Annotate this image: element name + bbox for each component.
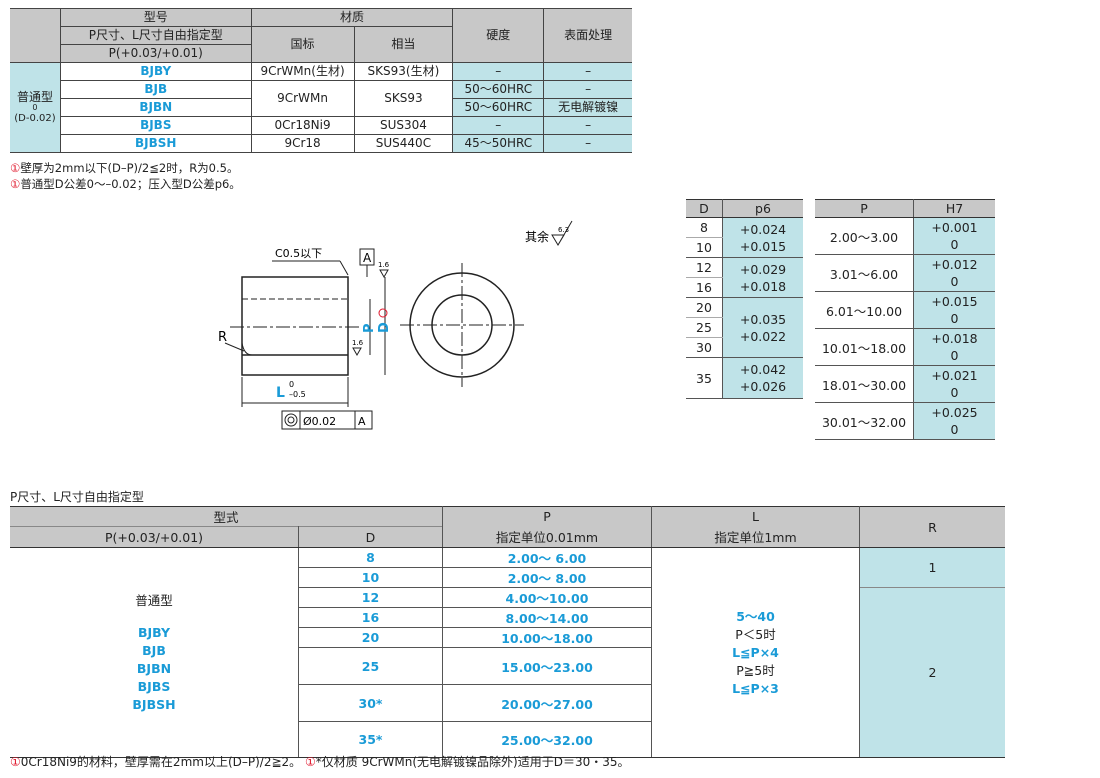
label-l: L: [276, 385, 285, 401]
label-r: R: [218, 330, 227, 345]
part-drawing: R C0.5以下 A 1.6 1.6 P D L 0 –0.5 Ø0.02 A …: [218, 220, 573, 430]
h7-header-p: P: [815, 199, 914, 218]
label-chamfer: C0.5以下: [275, 247, 322, 260]
gb-cell: 9CrWMn(生材): [250, 62, 355, 81]
header-gb: 国标: [250, 26, 355, 63]
code-cell: BJBY: [59, 62, 252, 81]
surface-cell: –: [543, 62, 632, 81]
note-line: ①普通型D公差0～–0.02；压入型D公差p6。: [10, 177, 241, 191]
equiv-cell: SKS93(生材): [353, 62, 454, 81]
roughness-2: 1.6: [352, 339, 364, 347]
type-label: 普通型: [16, 89, 53, 104]
equiv-cell: SUS440C: [353, 134, 454, 153]
gb-cell: 9CrWMn: [250, 80, 355, 117]
p6-header-d: D: [686, 199, 723, 218]
type-tol-bot: (D-0.02): [14, 112, 56, 124]
p6-header: p6: [722, 199, 803, 218]
code-cell: BJBS: [59, 116, 252, 135]
note-top: ①壁厚为2mm以下(D–P)/2≦2时，R为0.5。 ①普通型D公差0～–0.0…: [10, 160, 241, 192]
label-other: 其余: [525, 229, 549, 244]
order-table: 型式 P L R P(+0.03/+0.01) D 指定单位0.01mm 指定单…: [10, 506, 1005, 758]
side-view-body: [241, 276, 349, 376]
h7-header: H7: [913, 199, 995, 218]
header-form-sub: P(+0.03/+0.01): [10, 526, 299, 548]
surface-cell: –: [543, 116, 632, 135]
roughness-mark-2: [352, 347, 362, 357]
label-d: D: [377, 322, 392, 333]
surface-cell: 无电解镀镍: [543, 98, 632, 117]
l-tol-top: 0: [289, 380, 294, 389]
l-range-cell: 5～40 P＜5时 L≦P×4 P≧5时 L≦P×3: [651, 547, 860, 758]
hardness-cell: 45～50HRC: [452, 134, 545, 153]
r-value-1: 1: [859, 547, 1005, 588]
gb-cell: 0Cr18Ni9: [250, 116, 355, 135]
header-r: R: [859, 506, 1005, 548]
hardness-cell: –: [452, 62, 545, 81]
form-type: 普通型: [135, 592, 173, 608]
form-cell: 普通型 BJBY BJB BJBN BJBS BJBSH: [10, 547, 299, 758]
r-value-2: 2: [859, 587, 1005, 758]
header-form: 型式: [10, 506, 443, 527]
p6-value: +0.035+0.022: [722, 297, 803, 358]
spec-table: 型号 材质 硬度 表面处理 P尺寸、L尺寸自由指定型 国标 相当 P(+0.03…: [10, 8, 632, 153]
header-model-tol: P(+0.03/+0.01): [59, 44, 252, 63]
warning-icon: ①: [10, 177, 21, 191]
header-model: 型号: [59, 8, 252, 27]
hardness-cell: 50～60HRC: [452, 80, 545, 99]
code-cell: BJBSH: [59, 134, 252, 153]
p6-table: D p6 8+0.024+0.015 10 12+0.029+0.018 16 …: [686, 199, 803, 399]
roughness-mark-other: [551, 220, 573, 246]
header-l: L: [651, 506, 860, 527]
gb-cell: 9Cr18: [250, 134, 355, 153]
concentric-icon: [284, 413, 298, 427]
concentric-ref: A: [358, 415, 366, 428]
label-p: P: [362, 323, 377, 333]
label-datum: A: [363, 251, 372, 265]
note-bottom: ①0Cr18Ni9的材料，壁厚需在2mm以上(D–P)/2≧2。 ①*仅材质 9…: [10, 755, 630, 769]
header-material: 材质: [250, 8, 454, 27]
warning-icon: ①: [10, 161, 21, 175]
l-tol-bot: –0.5: [289, 390, 306, 399]
header-model-sub: P尺寸、L尺寸自由指定型: [59, 26, 252, 45]
concentricity-frame: [281, 410, 373, 430]
warning-icon: ①: [10, 755, 21, 769]
p6-value: +0.024+0.015: [722, 217, 803, 258]
order-section-title: P尺寸、L尺寸自由指定型: [10, 490, 144, 504]
header-l-sub: 指定单位1mm: [651, 526, 860, 548]
concentric-value: Ø0.02: [303, 415, 336, 428]
d-marker-icon: [378, 308, 388, 318]
roughness-1: 1.6: [378, 261, 390, 269]
other-roughness: 6.3: [558, 226, 569, 234]
type-cell: 普通型 0 (D-0.02): [10, 62, 61, 153]
header-surface: 表面处理: [543, 8, 632, 63]
surface-cell: –: [543, 80, 632, 99]
header-equiv: 相当: [353, 26, 454, 63]
header-p-sub: 指定单位0.01mm: [442, 526, 652, 548]
surface-cell: –: [543, 134, 632, 153]
p6-value: +0.042+0.026: [722, 357, 803, 399]
header-p: P: [442, 506, 652, 527]
header-hardness: 硬度: [452, 8, 545, 63]
note-line: ①壁厚为2mm以下(D–P)/2≦2时，R为0.5。: [10, 161, 239, 175]
code-cell: BJB: [59, 80, 252, 99]
header-d: D: [298, 526, 443, 548]
warning-icon: ①: [304, 755, 316, 769]
fillet-r: [241, 342, 253, 356]
hardness-cell: –: [452, 116, 545, 135]
code-cell: BJBN: [59, 98, 252, 117]
equiv-cell: SUS304: [353, 116, 454, 135]
hardness-cell: 50～60HRC: [452, 98, 545, 117]
roughness-mark-1: [379, 269, 389, 279]
type-tol-top: 0: [32, 102, 38, 112]
p6-value: +0.029+0.018: [722, 257, 803, 298]
equiv-cell: SKS93: [353, 80, 454, 117]
